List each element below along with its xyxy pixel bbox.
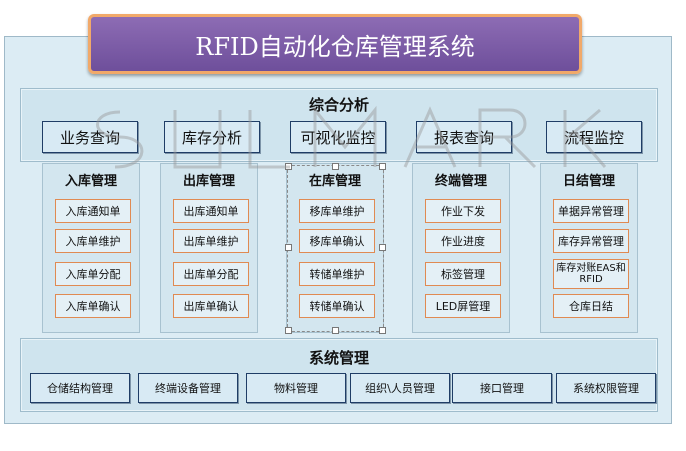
module-heading: 出库管理 xyxy=(182,174,235,189)
resize-handle[interactable] xyxy=(285,244,292,251)
analysis-item-report-query: 报表查询 xyxy=(416,121,512,153)
module-item: 移库单维护 xyxy=(299,199,375,223)
system-item-permissions: 系统权限管理 xyxy=(556,373,656,403)
resize-handle[interactable] xyxy=(379,163,386,170)
module-terminal: 终端管理 作业下发 作业进度 标签管理 LED屏管理 xyxy=(412,163,510,333)
system-item-terminal-device: 终端设备管理 xyxy=(138,373,238,403)
analysis-item-process-monitor: 流程监控 xyxy=(546,121,642,153)
resize-handle[interactable] xyxy=(285,163,292,170)
module-item: 转储单确认 xyxy=(299,294,375,318)
module-heading: 日结管理 xyxy=(562,174,615,189)
analysis-item-inventory-analysis: 库存分析 xyxy=(164,121,260,153)
selection-frame[interactable] xyxy=(285,163,386,334)
resize-handle[interactable] xyxy=(285,327,292,334)
module-daily-close: 日结管理 单据异常管理 库存异常管理 库存对账EAS和RFID 仓库日结 xyxy=(540,163,638,333)
module-item: 出库单确认 xyxy=(173,294,249,318)
module-heading: 终端管理 xyxy=(434,174,487,189)
module-item: 标签管理 xyxy=(425,262,501,286)
module-inbound: 入库管理 入库通知单 入库单维护 入库单分配 入库单确认 xyxy=(42,163,140,333)
system-item-interface: 接口管理 xyxy=(452,373,552,403)
module-item: 库存对账EAS和RFID xyxy=(553,259,629,289)
system-heading: 系统管理 xyxy=(308,349,369,367)
module-heading: 入库管理 xyxy=(64,174,117,189)
analysis-item-visual-monitor: 可视化监控 xyxy=(290,121,386,153)
analysis-heading: 综合分析 xyxy=(308,96,369,114)
module-item: LED屏管理 xyxy=(425,294,501,318)
system-item-storage-structure: 仓储结构管理 xyxy=(30,373,130,403)
module-item: 作业进度 xyxy=(425,229,501,253)
module-item: 移库单确认 xyxy=(299,229,375,253)
resize-handle[interactable] xyxy=(332,163,339,170)
module-item: 出库单分配 xyxy=(173,262,249,286)
module-item: 单据异常管理 xyxy=(553,199,629,223)
module-heading: 在库管理 xyxy=(308,174,361,189)
module-item: 出库单维护 xyxy=(173,229,249,253)
system-item-material: 物料管理 xyxy=(246,373,346,403)
module-item: 库存异常管理 xyxy=(553,229,629,253)
module-item: 出库通知单 xyxy=(173,199,249,223)
module-outbound: 出库管理 出库通知单 出库单维护 出库单分配 出库单确认 xyxy=(160,163,258,333)
module-item: 作业下发 xyxy=(425,199,501,223)
module-item: 入库单分配 xyxy=(55,262,131,286)
resize-handle[interactable] xyxy=(379,327,386,334)
resize-handle[interactable] xyxy=(379,244,386,251)
module-item: 入库单维护 xyxy=(55,229,131,253)
analysis-item-business-query: 业务查询 xyxy=(42,121,138,153)
module-item: 入库单确认 xyxy=(55,294,131,318)
module-item: 入库通知单 xyxy=(55,199,131,223)
module-item: 仓库日结 xyxy=(553,294,629,318)
module-item: 转储单维护 xyxy=(299,262,375,286)
system-title: RFID自动化仓库管理系统 xyxy=(88,14,582,74)
system-item-org-personnel: 组织\人员管理 xyxy=(350,373,450,403)
resize-handle[interactable] xyxy=(332,327,339,334)
